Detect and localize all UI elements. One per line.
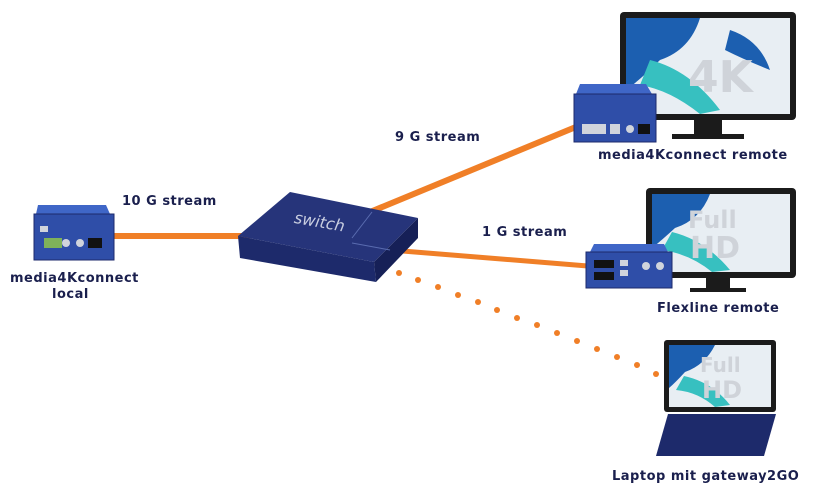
- local-device-label-line1: media4Kconnect: [10, 271, 139, 286]
- link-switch-to-flexline: [389, 247, 601, 270]
- link-label-9g: 9 G stream: [395, 130, 481, 145]
- monitor-4k-text: 4K: [688, 52, 755, 103]
- laptop-screen-text-2: HD: [702, 376, 742, 404]
- local-device-icon: [33, 205, 115, 261]
- flexline-label: Flexline remote: [657, 301, 780, 316]
- link-switch-to-4k: [368, 114, 602, 215]
- laptop-icon: Full HD: [656, 340, 776, 456]
- local-device-label-line2: local: [52, 287, 89, 302]
- monitor-fullhd-icon: Full HD: [646, 188, 796, 292]
- link-switch-to-laptop-dotted: [396, 270, 659, 377]
- monitor-fullhd-text-1: Full: [688, 206, 737, 234]
- link-label-10g: 10 G stream: [122, 194, 217, 209]
- monitor-fullhd-text-2: HD: [690, 231, 740, 266]
- laptop-screen-text-1: Full: [700, 353, 741, 377]
- remote-device-icon: [573, 84, 657, 143]
- flexline-device-icon: [585, 244, 673, 289]
- link-label-1g: 1 G stream: [482, 225, 568, 240]
- switch-icon: [238, 192, 418, 282]
- remote-4k-label: media4Kconnect remote: [598, 148, 788, 163]
- laptop-label: Laptop mit gateway2GO: [612, 469, 800, 484]
